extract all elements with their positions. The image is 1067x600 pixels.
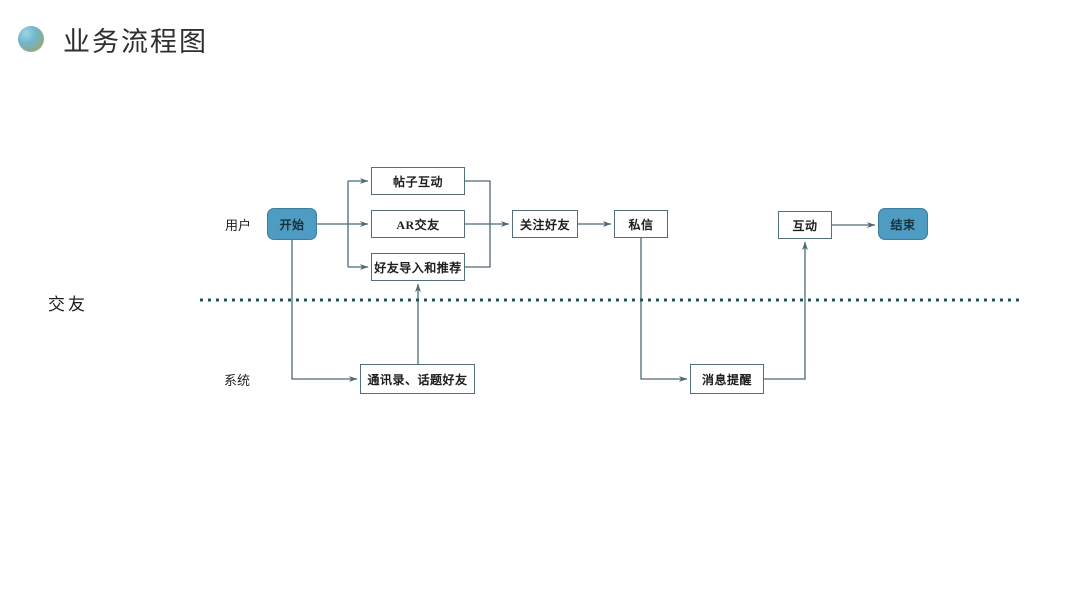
- edge-notify-to-interact: [764, 241, 808, 380]
- node-message-reminder[interactable]: 消息提醒: [690, 364, 764, 394]
- page-header: 业务流程图: [0, 0, 1067, 70]
- section-label: 交友: [48, 295, 88, 314]
- node-ar-friends[interactable]: AR交友: [371, 210, 465, 238]
- node-end[interactable]: 结束: [878, 208, 928, 240]
- node-friend-import-recommend[interactable]: 好友导入和推荐: [371, 253, 465, 281]
- node-direct-message[interactable]: 私信: [614, 210, 668, 238]
- edge-start-to-contacts: [291, 240, 358, 382]
- gradient-circle-icon: [18, 26, 44, 52]
- node-interaction[interactable]: 互动: [778, 211, 832, 239]
- page-title: 业务流程图: [63, 27, 208, 57]
- node-start[interactable]: 开始: [267, 208, 317, 240]
- lane-label-system: 系统: [224, 373, 251, 388]
- node-contacts-topic-friends[interactable]: 通讯录、话题好友: [360, 364, 475, 394]
- lane-label-user: 用户: [225, 218, 252, 233]
- edge-merge-bus: [465, 180, 491, 268]
- node-post-interaction[interactable]: 帖子互动: [371, 167, 465, 195]
- edge-dm-to-notify: [640, 238, 688, 382]
- node-follow-friends[interactable]: 关注好友: [512, 210, 578, 238]
